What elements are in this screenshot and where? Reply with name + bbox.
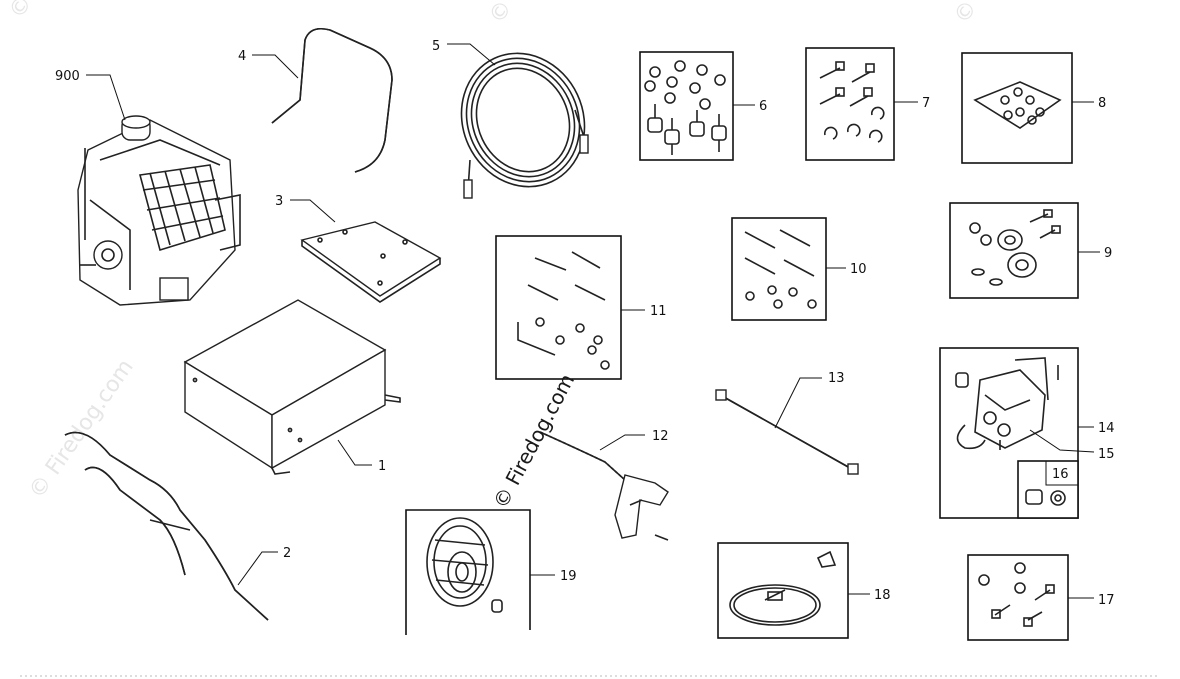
label-4: 4 [238, 49, 246, 64]
spray-gun-part [539, 431, 669, 541]
frame-box-part [183, 299, 401, 475]
hardware-kit-6 [639, 51, 734, 161]
label-3: 3 [275, 194, 283, 209]
leader-1 [337, 439, 372, 466]
label-11: 11 [650, 304, 667, 319]
label-8: 8 [1098, 96, 1106, 111]
wheel-frame-part [64, 431, 269, 621]
watermark-ghost-5: © Firedog.com [949, 0, 1063, 28]
hardware-kit-9 [949, 202, 1079, 299]
plate-part [300, 221, 442, 303]
leader-5 [447, 43, 496, 66]
label-18: 18 [874, 588, 891, 603]
pump-kit-14 [939, 347, 1079, 519]
hardware-kit-8 [961, 52, 1073, 164]
hardware-kit-7 [805, 47, 895, 161]
handle-part [271, 27, 393, 173]
leader-900 [86, 74, 126, 121]
label-15: 15 [1098, 447, 1115, 462]
leader-2 [237, 551, 278, 586]
hardware-kit-10 [731, 217, 827, 321]
wheel-kit-19 [405, 509, 531, 635]
label-12: 12 [652, 429, 669, 444]
leader-4 [252, 54, 299, 79]
leader-15 [1029, 429, 1095, 453]
label-10: 10 [850, 262, 867, 277]
engine-part [77, 115, 241, 306]
wand-part [715, 389, 859, 475]
label-14: 14 [1098, 421, 1115, 436]
label-13: 13 [828, 371, 845, 386]
oring-kit-18 [717, 542, 849, 639]
watermark-ghost-4: © Firedog.com [484, 0, 598, 28]
label-17: 17 [1098, 593, 1115, 608]
leader-3 [290, 199, 336, 223]
leader-12 [599, 434, 645, 451]
label-19: 19 [560, 569, 577, 584]
leader-13 [774, 377, 822, 429]
label-6: 6 [759, 99, 767, 114]
hardware-kit-11 [495, 235, 622, 380]
watermark-ghost-1: © Firedog.com [24, 355, 138, 503]
label-7: 7 [922, 96, 930, 111]
watermark-main: © Firedog.com [488, 370, 579, 513]
hose-part [460, 52, 589, 199]
label-2: 2 [283, 546, 291, 561]
watermark-ghost-3: © Firedog.com [4, 0, 118, 23]
label-16: 16 [1052, 467, 1069, 482]
label-9: 9 [1104, 246, 1112, 261]
label-5: 5 [432, 39, 440, 54]
hardware-kit-17 [967, 554, 1069, 641]
label-1: 1 [378, 459, 386, 474]
label-900: 900 [55, 69, 80, 84]
